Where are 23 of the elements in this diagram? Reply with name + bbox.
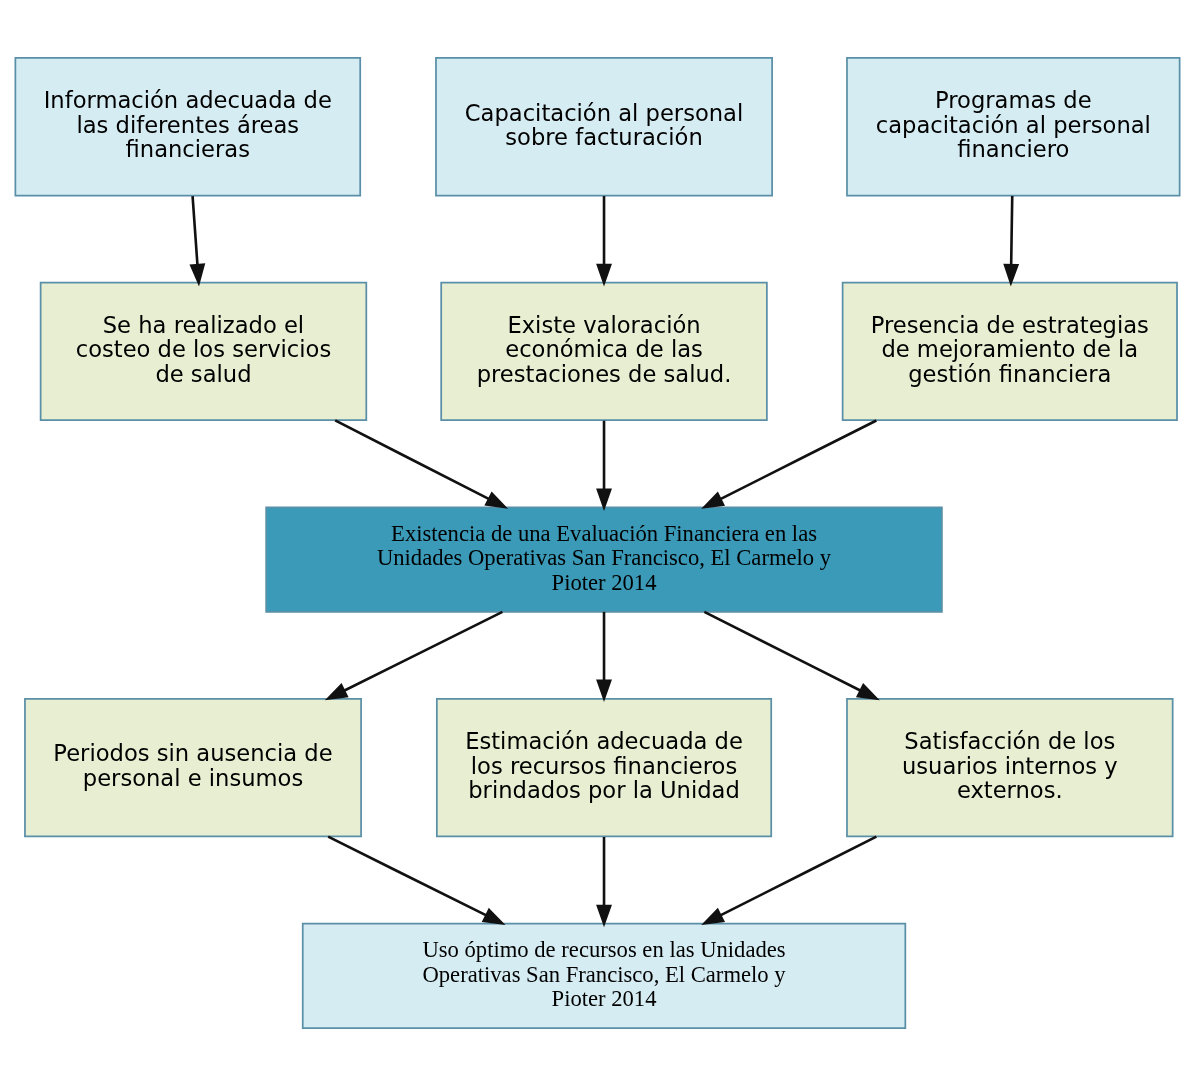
node-box: Programas de capacitación al personal financiero	[846, 57, 1181, 197]
node-box: Estimación adecuada de los recursos financieros brindados por la Unidad	[435, 698, 773, 838]
node-box: Se ha realizado el costeo de los servicios de salud	[39, 281, 368, 422]
arrow	[334, 419, 509, 509]
node-box: Presencia de estrategias de mejoramiento de la gestión financiera	[841, 281, 1178, 422]
arrow	[701, 835, 877, 926]
arrow	[703, 610, 880, 701]
arrow	[701, 419, 877, 509]
arrow	[189, 195, 206, 287]
node-box: Capacitación al personal sobre facturación	[435, 57, 773, 197]
node-box: Periodos sin ausencia de personal e insumos	[24, 698, 362, 838]
node-box: Satisfacción de los usuarios internos y externos.	[846, 698, 1174, 838]
arrow	[596, 837, 612, 928]
node-box: Uso óptimo de recursos en las Unidades Operativas San Francisco, El Carmelo y Pioter 2014	[301, 922, 907, 1029]
arrow	[1003, 196, 1020, 287]
arrow	[596, 196, 612, 287]
node-box: Existe valoración económica de las prestaciones de salud.	[440, 281, 768, 422]
node-box: Información adecuada de las diferentes áreas financieras	[14, 57, 362, 197]
arrow	[327, 835, 506, 925]
arrow	[596, 611, 612, 703]
node-box: Existencia de una Evaluación Financiera en las Unidades Operativas San Francisco, El Carmelo y Pioter 2014	[265, 506, 943, 613]
arrow	[596, 420, 612, 512]
arrow	[324, 610, 503, 701]
